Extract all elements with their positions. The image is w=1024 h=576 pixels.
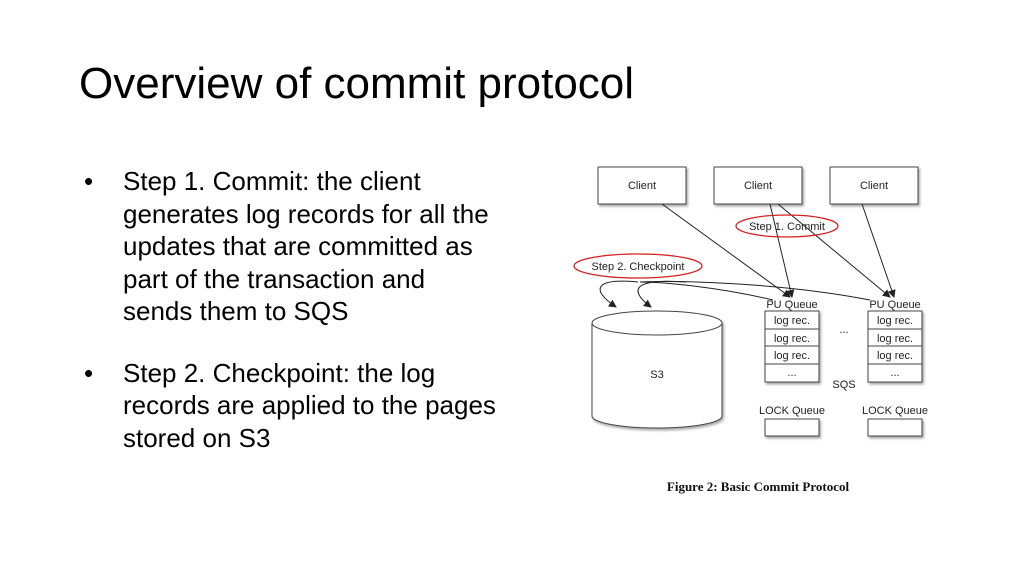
step-1-label: Step 1. Commit xyxy=(749,221,825,233)
log-record: log rec. xyxy=(877,333,913,345)
bullet-line: records are applied to the pages xyxy=(123,390,496,420)
log-record: log rec. xyxy=(774,315,810,327)
queue-ellipsis: ... xyxy=(787,367,796,379)
bullet-line: updates that are committed as xyxy=(123,231,473,261)
bullet-line: stored on S3 xyxy=(123,422,271,453)
bullet-line: part of the transaction and xyxy=(123,263,426,294)
figure-caption: Figure 2: Basic Commit Protocol xyxy=(667,479,850,494)
client-label: Client xyxy=(744,180,772,192)
pu-queue xyxy=(867,310,923,383)
sqs-label: SQS xyxy=(832,379,855,391)
step-2-label: Step 2. Checkpoint xyxy=(592,261,685,273)
checkpoint-line xyxy=(639,281,774,301)
bullet-step-1: • Step 1. Commit: the client generates l… xyxy=(84,165,564,328)
commit-arrow xyxy=(777,203,891,298)
bullet-step-2: • Step 2. Checkpoint: the log records ar… xyxy=(84,357,564,455)
bullet-line: Step 2. Checkpoint: the log xyxy=(123,357,436,388)
commit-arrow xyxy=(861,203,896,298)
checkpoint-arrow xyxy=(599,280,639,308)
log-record: log rec. xyxy=(774,350,810,362)
client-label: Client xyxy=(860,180,888,192)
s3-label: S3 xyxy=(650,369,663,381)
client-box: Client xyxy=(597,166,687,205)
lock-queue xyxy=(867,418,923,437)
log-record: log rec. xyxy=(877,350,913,362)
lock-queue-label: LOCK Queue xyxy=(759,405,825,417)
bullet-list: • Step 1. Commit: the client generates l… xyxy=(84,165,564,483)
step-1-callout: Step 1. Commit xyxy=(735,214,839,238)
commit-arrow xyxy=(769,203,795,298)
bullet-line: Step 1. Commit: the client xyxy=(123,166,421,196)
client-box: Client xyxy=(713,166,803,205)
bullet-marker: • xyxy=(84,166,94,196)
pu-queue-label: PU Queue xyxy=(766,299,817,311)
log-record: log rec. xyxy=(774,333,810,345)
lock-queue-label: LOCK Queue xyxy=(862,405,928,417)
checkpoint-arrow xyxy=(637,280,687,308)
log-record: log rec. xyxy=(877,315,913,327)
step-2-callout: Step 2. Checkpoint xyxy=(573,253,703,279)
client-box: Client xyxy=(829,166,919,205)
queue-ellipsis: ... xyxy=(890,367,899,379)
pu-queue-label: PU Queue xyxy=(869,299,920,311)
bullet-line: sends them to SQS xyxy=(123,296,349,326)
lock-queue xyxy=(764,418,820,437)
s3-cylinder xyxy=(591,310,723,429)
bullet-line: generates log records for all the xyxy=(123,198,489,229)
client-label: Client xyxy=(628,180,656,192)
commit-protocol-figure: Client Client Client Step 1. Commit Step… xyxy=(573,166,928,494)
pu-queue xyxy=(764,310,820,383)
slide-title: Overview of commit protocol xyxy=(79,59,635,108)
bullet-marker: • xyxy=(84,357,94,388)
queue-gap-ellipsis: ... xyxy=(839,324,848,336)
commit-arrow xyxy=(661,203,791,298)
